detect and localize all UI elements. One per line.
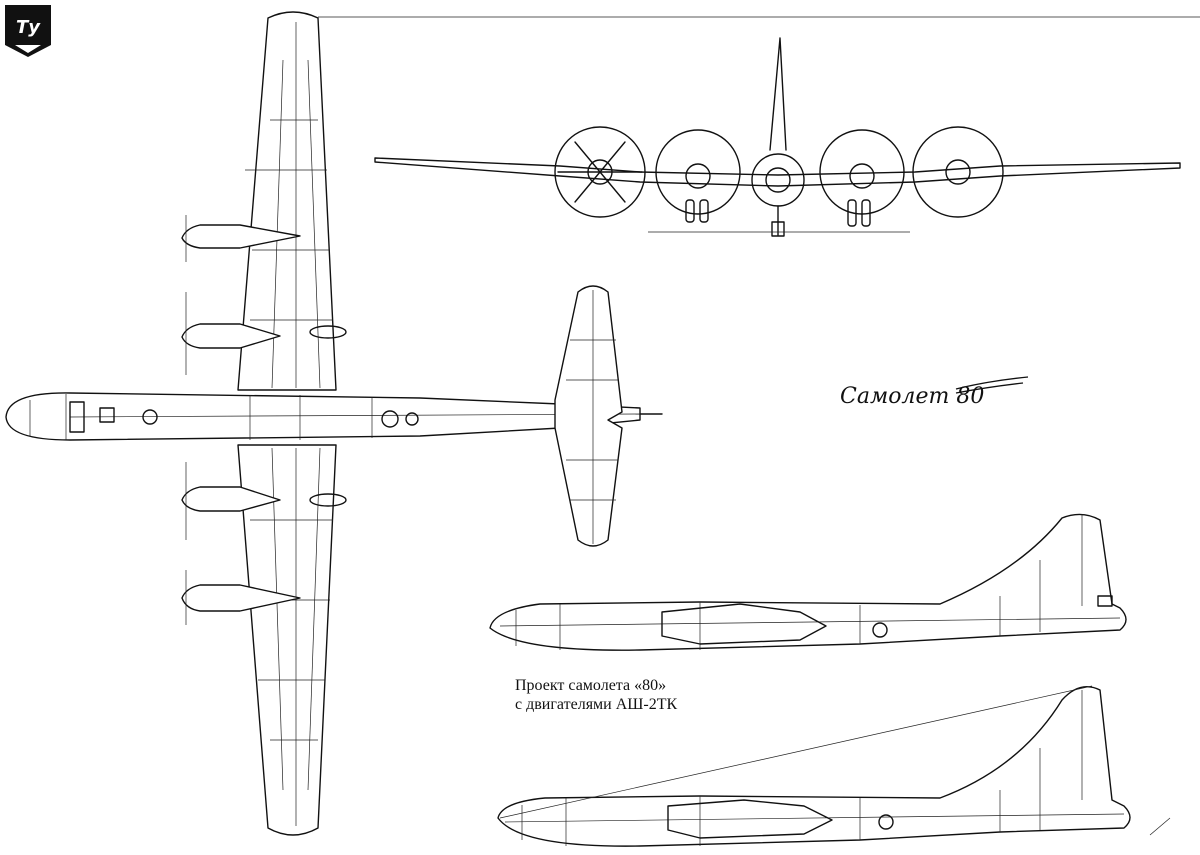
engine-nacelles — [181, 215, 347, 625]
right-wing — [237, 444, 337, 836]
caption-line-2: с двигателями АШ-2ТК — [515, 696, 678, 713]
left-wing — [237, 11, 337, 391]
tupolev-logo-icon: Ту — [3, 3, 55, 59]
aircraft-side-view-icon — [497, 685, 1171, 847]
aircraft-side-view-icon — [489, 513, 1127, 651]
caption-line-1: Проект самолета «80» — [515, 677, 667, 694]
tailplane-top-view-icon — [554, 285, 623, 547]
aircraft-front-view-icon — [374, 37, 1181, 237]
drawing-caption: Проект самолета «80» с двигателями АШ-2Т… — [515, 676, 677, 714]
aircraft-plan-view-icon — [5, 11, 663, 836]
logo-text: Ту — [16, 17, 41, 38]
samolet-80-signature-icon: Самолет 80 — [838, 371, 1038, 415]
fuselage — [5, 392, 641, 441]
